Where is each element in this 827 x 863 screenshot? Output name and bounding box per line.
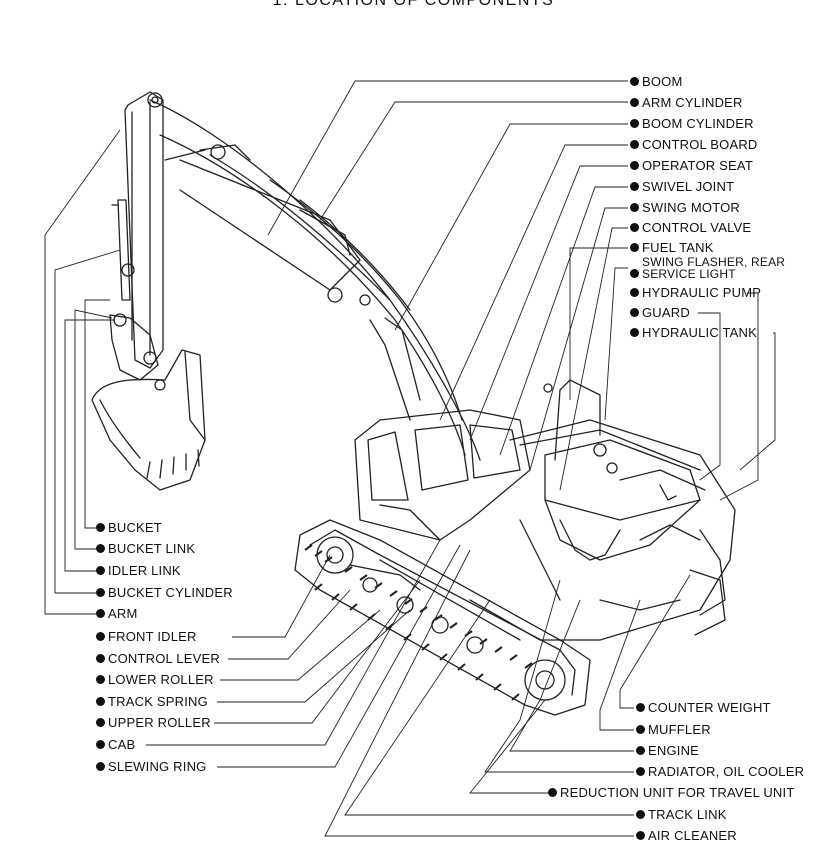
bucket-drawing [91, 313, 206, 491]
label-boom-cylinder: BOOM CYLINDER [630, 116, 754, 132]
boom-drawing [149, 99, 481, 461]
label-hydraulic-tank: HYDRAULIC TANK [630, 325, 757, 341]
bullet-icon [636, 810, 645, 819]
bullet-icon [630, 119, 639, 128]
bullet-icon [96, 609, 105, 618]
bullet-icon [630, 140, 639, 149]
bullet-icon [96, 566, 105, 575]
label-bucket-cylinder: BUCKET CYLINDER [96, 585, 233, 601]
label-hydraulic-pump: HYDRAULIC PUMP [630, 285, 761, 301]
bullet-icon [96, 544, 105, 553]
bullet-icon [636, 746, 645, 755]
label-engine: ENGINE [636, 743, 699, 759]
bullet-icon [636, 831, 645, 840]
label-boom: BOOM [630, 74, 683, 90]
label-fuel-tank: FUEL TANK [630, 240, 714, 256]
label-track-link: TRACK LINK [636, 807, 727, 823]
label-swing-flasher: SWING FLASHER, REAR [642, 255, 786, 269]
leader-lines [44, 80, 776, 837]
bullet-icon [96, 588, 105, 597]
label-control-lever: CONTROL LEVER [96, 651, 220, 667]
bullet-icon [630, 308, 639, 317]
bullet-icon [636, 725, 645, 734]
bullet-icon [630, 203, 639, 212]
bullet-icon [636, 703, 645, 712]
bullet-icon [96, 654, 105, 663]
bullet-icon [630, 77, 639, 86]
label-bucket-link: BUCKET LINK [96, 541, 195, 557]
label-muffler: MUFFLER [636, 722, 711, 738]
label-lower-roller: LOWER ROLLER [96, 672, 214, 688]
bullet-icon [96, 762, 105, 771]
label-radiator-oil-cooler: RADIATOR, OIL COOLER [636, 764, 804, 780]
label-track-spring: TRACK SPRING [96, 694, 208, 710]
bullet-icon [630, 288, 639, 297]
bullet-icon [630, 223, 639, 232]
label-idler-link: IDLER LINK [96, 563, 181, 579]
label-front-idler: FRONT IDLER [96, 629, 197, 645]
bullet-icon [630, 328, 639, 337]
label-control-board: CONTROL BOARD [630, 137, 758, 153]
undercarriage-drawing [294, 519, 726, 716]
bullet-icon [96, 632, 105, 641]
bullet-icon [96, 718, 105, 727]
label-operator-seat: OPERATOR SEAT [630, 158, 753, 174]
bullet-icon [96, 523, 105, 532]
bullet-icon [630, 161, 639, 170]
track-hatching [304, 544, 533, 701]
page-title: 1. LOCATION OF COMPONENTS [272, 0, 555, 9]
bullet-icon [96, 740, 105, 749]
label-cab: CAB [96, 737, 135, 753]
label-control-valve: CONTROL VALVE [630, 220, 751, 236]
bullet-icon [630, 269, 639, 278]
label-reduction-unit: REDUCTION UNIT FOR TRAVEL UNIT [548, 785, 794, 801]
bullet-icon [630, 243, 639, 252]
label-guard: GUARD [630, 305, 690, 321]
label-air-cleaner: AIR CLEANER [636, 828, 737, 844]
bullet-icon [630, 182, 639, 191]
bullet-icon [630, 98, 639, 107]
label-upper-roller: UPPER ROLLER [96, 715, 211, 731]
label-slewing-ring: SLEWING RING [96, 759, 206, 775]
bullet-icon [96, 675, 105, 684]
label-arm: ARM [96, 606, 138, 622]
label-counter-weight: COUNTER WEIGHT [636, 700, 771, 716]
label-swivel-joint: SWIVEL JOINT [630, 179, 734, 195]
label-arm-cylinder: ARM CYLINDER [630, 95, 743, 111]
label-service-light: SERVICE LIGHT [630, 268, 736, 280]
bullet-icon [636, 767, 645, 776]
label-swing-motor: SWING MOTOR [630, 200, 740, 216]
label-bucket: BUCKET [96, 520, 162, 536]
bullet-icon [96, 697, 105, 706]
bullet-icon [548, 788, 557, 797]
